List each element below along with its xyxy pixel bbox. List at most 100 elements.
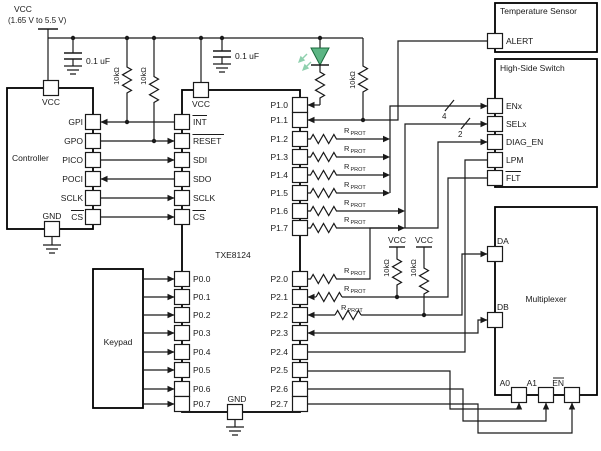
multiplexer-box — [494, 206, 598, 396]
p1-rprot-to-selx — [308, 117, 488, 234]
chip-p15-pin — [291, 184, 309, 202]
pullup-alert-value: 10kΩ — [348, 71, 357, 89]
en-label: EN — [552, 378, 564, 388]
chip-gnd-pin — [226, 403, 244, 421]
alert-pin — [486, 32, 504, 50]
hss-pin-label: FLT — [506, 173, 520, 183]
a1-pin — [537, 386, 555, 404]
chip-p26-pin — [291, 380, 309, 398]
ground-symbol — [43, 244, 61, 254]
chip-pin-label: P0.0 — [193, 274, 211, 284]
svg-text:R: R — [341, 303, 347, 312]
wire-p24-lpm — [307, 159, 488, 353]
controller-pin-label: GPI — [68, 117, 83, 127]
controller-poci-pin — [84, 170, 102, 188]
chip-pin-label: P1.7 — [271, 223, 289, 233]
arrowhead — [307, 116, 315, 124]
chip-p11-pin — [291, 111, 309, 129]
chip-pin-label: SDO — [193, 174, 212, 184]
a0-pin — [510, 386, 528, 404]
junction-dot — [360, 117, 366, 123]
chip-p24-pin — [291, 343, 309, 361]
arrowhead — [307, 101, 315, 109]
db-label: DB — [497, 302, 509, 312]
vcc-range-label: (1.65 V to 5.5 V) — [8, 16, 67, 25]
chip-p02-pin — [173, 306, 191, 324]
multiplexer-label: Multiplexer — [525, 294, 566, 304]
enx-bus-width-label: 4 — [442, 112, 447, 121]
da-pin — [486, 245, 504, 263]
svg-text:R: R — [344, 144, 350, 153]
p23-to-db — [307, 316, 488, 337]
svg-text:PROT: PROT — [351, 185, 367, 191]
controller-vcc-label: VCC — [42, 97, 60, 107]
chip-pin-label: P1.4 — [271, 170, 289, 180]
controller-gnd-label: GND — [43, 211, 62, 221]
chip-gnd-label: GND — [228, 394, 247, 404]
keypad-label: Keypad — [104, 337, 133, 347]
svg-text:R: R — [344, 180, 350, 189]
chip-pin-label: P0.2 — [193, 310, 211, 320]
chip-pin-label: P0.7 — [193, 399, 211, 409]
svg-text:R: R — [344, 198, 350, 207]
chip-pin-label: P1.0 — [271, 100, 289, 110]
controller-cs-pin — [84, 208, 102, 226]
junction-dot — [151, 138, 157, 144]
pullup-int-value: 10kΩ — [112, 67, 121, 85]
chip-sdi-pin — [173, 151, 191, 169]
diag-en-pin — [486, 133, 504, 151]
led-glow-arrowhead — [298, 55, 306, 63]
chip-p05-pin — [173, 361, 191, 379]
svg-text:VCC: VCC — [388, 235, 406, 245]
chip-pin-label: CS — [193, 212, 205, 222]
a1-label: A1 — [527, 378, 538, 388]
chip-pin-label: RESET — [193, 136, 221, 146]
chip-pin-label: P0.5 — [193, 365, 211, 375]
hss-pin-label: ENx — [506, 101, 523, 111]
p2-to-mux-select — [307, 370, 576, 434]
chip-pin-label: SCLK — [193, 193, 216, 203]
vcc-supply-label: VCC — [14, 4, 32, 14]
lpm-pin — [486, 151, 504, 169]
chip-pin-label: P1.3 — [271, 152, 289, 162]
led-icon — [310, 47, 330, 67]
selx-pin — [486, 115, 504, 133]
pullup-resistor-reset — [148, 38, 160, 141]
db-pin — [486, 311, 504, 329]
controller-pin-label: SCLK — [61, 193, 84, 203]
chip-p17-pin — [291, 219, 309, 237]
pullup-resistor-int — [121, 38, 133, 122]
chip-pin-label: P2.7 — [271, 399, 289, 409]
svg-text:PROT: PROT — [351, 271, 367, 277]
p1-rprot-to-enx — [308, 99, 488, 199]
pullup-resistor-alert — [357, 38, 369, 120]
rail-junction-dots — [70, 35, 323, 41]
chip-pin-label: P2.0 — [271, 274, 289, 284]
svg-text:PROT: PROT — [351, 167, 367, 173]
chip-p12-pin — [291, 130, 309, 148]
arrowhead — [100, 118, 108, 126]
chip-p00-pin — [173, 270, 191, 288]
chip-pin-label: P2.2 — [271, 310, 289, 320]
chip-pin-label: P0.6 — [193, 384, 211, 394]
arrowhead — [167, 213, 175, 221]
en-pin — [563, 386, 581, 404]
hss-pin-label: DIAG_EN — [506, 137, 543, 147]
svg-text:10kΩ: 10kΩ — [409, 259, 418, 277]
mux-pullups: VCC 10kΩ VCC 10kΩ — [382, 235, 433, 315]
chip-reset-pin — [173, 132, 191, 150]
alert-label: ALERT — [506, 36, 533, 46]
chip-p23-pin — [291, 324, 309, 342]
chip-sdo-pin — [173, 170, 191, 188]
p20-to-diag-en — [308, 138, 488, 285]
chip-p13-pin — [291, 148, 309, 166]
controller-label: Controller — [12, 153, 49, 163]
hss-pin-label: SELx — [506, 119, 527, 129]
controller-vcc-pin — [42, 79, 60, 97]
svg-text:PROT: PROT — [351, 220, 367, 226]
chip-p20-pin — [291, 270, 309, 288]
chip-pin-label: SDI — [193, 155, 207, 165]
